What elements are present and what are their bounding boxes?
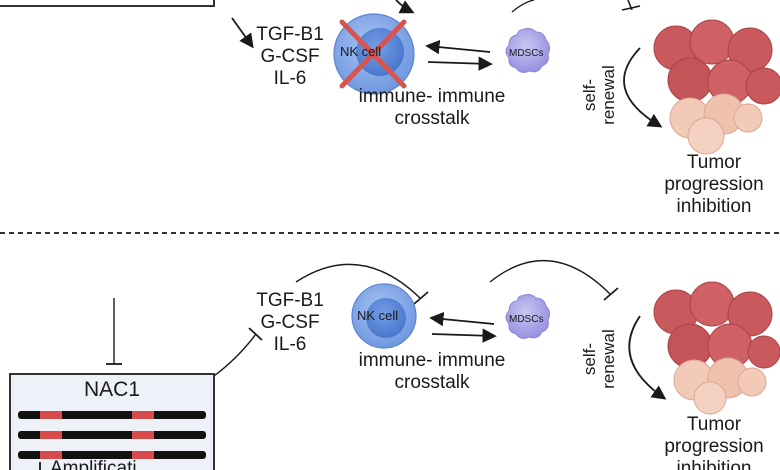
bottom-mdsc-to-nk-arrow <box>429 311 495 327</box>
top-box-to-cytokine-arrow <box>231 17 254 49</box>
top-nk-cell-label: NK cell <box>340 44 382 59</box>
top-cytokine-list: TGF-B1 G-CSF IL-6 <box>250 24 330 90</box>
top-incoming-arrow <box>395 0 415 14</box>
bottom-crosstalk-label: immune- immune crosstalk <box>332 350 532 394</box>
bottom-tumor-label: Tumor progression inhibition <box>640 414 780 470</box>
top-self-renewal-line-2: renewal <box>599 65 618 125</box>
top-tumor-line-2: progression <box>664 174 764 195</box>
bottom-tumor-inhibition-bar <box>603 287 619 301</box>
top-self-renewal-arrow <box>623 47 663 128</box>
nac1-chromosomes <box>18 411 206 459</box>
bottom-self-renewal-arrow <box>628 315 667 400</box>
bottom-tumor-inhibition-curve <box>489 259 611 295</box>
bottom-panel <box>9 259 780 470</box>
top-inhibition-curve <box>511 0 535 13</box>
bottom-box-to-cytokine-bar <box>248 327 263 341</box>
bottom-mdsc-cell <box>505 293 551 339</box>
bottom-nk-inhibition-curve <box>295 263 421 299</box>
top-self-renewal-line-1: self- <box>580 78 599 112</box>
bottom-self-renewal-line-1: self- <box>580 342 599 376</box>
bottom-cytokine-list: TGF-B1 G-CSF IL-6 <box>250 290 330 356</box>
bottom-self-renewal-line-2: renewal <box>599 329 618 389</box>
bottom-cytokine-gcsf: G-CSF <box>260 312 320 333</box>
top-tumor-label: Tumor progression inhibition <box>640 152 780 218</box>
top-cytokine-il6: IL-6 <box>273 68 307 89</box>
bottom-tumor-line-3: inhibition <box>676 458 752 470</box>
bottom-tumor-line-1: Tumor <box>686 414 742 435</box>
top-tumor-line-1: Tumor <box>686 152 742 173</box>
bottom-tumor-cluster <box>653 281 780 415</box>
top-tumor-line-3: inhibition <box>676 196 752 217</box>
top-nk-blocked-cross <box>339 19 407 89</box>
top-crosstalk-line-2: crosstalk <box>394 108 470 129</box>
bottom-nk-inhibition-bar <box>413 291 429 305</box>
top-tumor-cluster <box>653 19 780 155</box>
bottom-nk-cell-label: NK cell <box>357 308 399 323</box>
top-mdsc-to-nk-arrow <box>425 39 491 55</box>
top-inhibition-bar <box>621 0 641 11</box>
top-mdsc-label: MDSCs <box>509 48 544 59</box>
bottom-mdsc-label: MDSCs <box>509 314 544 325</box>
nac1-box-title: NAC1 <box>83 378 141 401</box>
bottom-nk-cell <box>351 283 417 349</box>
nac1-box-caption: Amplificati <box>50 458 137 470</box>
top-cytokine-gcsf: G-CSF <box>260 46 320 67</box>
top-crosstalk-label: immune- immune crosstalk <box>332 86 532 130</box>
bottom-self-renewal-label: self- renewal <box>580 314 618 404</box>
bottom-crosstalk-line-1: immune- immune <box>358 350 506 371</box>
top-nk-to-mdsc-arrow <box>427 56 493 71</box>
bottom-crosstalk-line-2: crosstalk <box>394 372 470 393</box>
top-self-renewal-label: self- renewal <box>580 50 618 140</box>
bottom-cytokine-il6: IL-6 <box>273 334 307 355</box>
top-cytokine-tgfb1: TGF-B1 <box>256 24 324 45</box>
bottom-tumor-line-2: progression <box>664 436 764 457</box>
top-panel <box>0 0 780 155</box>
bottom-cytokine-tgfb1: TGF-B1 <box>256 290 324 311</box>
top-crosstalk-line-1: immune- immune <box>358 86 506 107</box>
top-mdsc-cell <box>505 27 551 73</box>
top-source-box <box>0 0 215 7</box>
bottom-nk-to-mdsc-arrow <box>431 328 497 343</box>
bottom-box-to-cytokine-inhibition <box>213 333 257 377</box>
